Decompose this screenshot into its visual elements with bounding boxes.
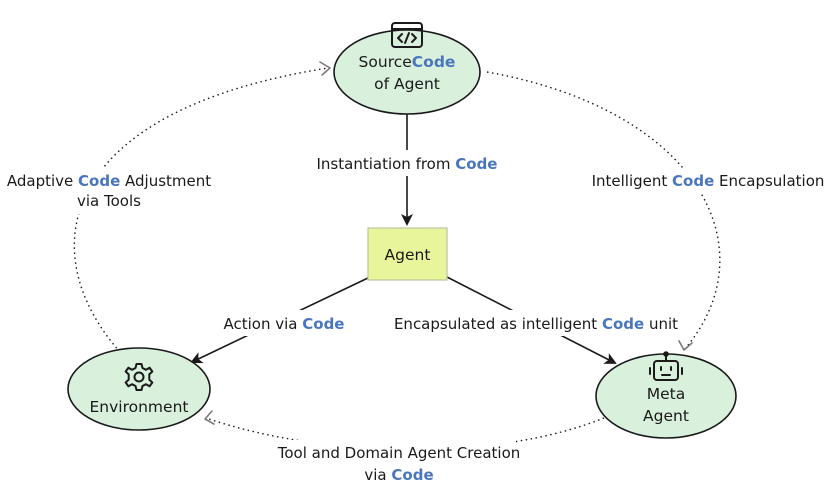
agent-label: Agent — [385, 246, 431, 264]
edge-source-to-meta-dotted — [486, 71, 721, 351]
node-meta-agent: Meta Agent — [595, 351, 737, 439]
source-code-subtitle: of Agent — [374, 75, 440, 93]
instantiation-label: Instantiation from Code — [317, 155, 498, 173]
code-window-icon — [391, 22, 423, 48]
intelligent-label-bg — [597, 168, 819, 194]
environment-label: Environment — [90, 398, 189, 416]
adaptive-label-line1: Adaptive Code Adjustment — [7, 172, 211, 190]
node-environment: Environment — [67, 347, 211, 431]
source-code-ellipse — [333, 29, 481, 115]
adaptive-label-bg — [12, 168, 208, 214]
arrowhead-at-source — [319, 61, 331, 76]
action-label-bg — [218, 310, 348, 336]
node-agent: Agent — [367, 227, 448, 281]
encapsulated-label-bg — [388, 310, 684, 336]
agent-box — [367, 227, 448, 281]
meta-agent-line1: Meta — [647, 385, 686, 403]
gear-icon — [124, 363, 154, 391]
intelligent-label: Intelligent Code Encapsulation — [592, 172, 825, 190]
source-code-title: SourceCode — [359, 53, 456, 71]
dotted-arrowheads — [204, 61, 693, 425]
adaptive-label-line2: via Tools — [77, 192, 141, 210]
tool-creation-label-line1: Tool and Domain Agent Creation — [277, 444, 521, 462]
encapsulated-label: Encapsulated as intelligent Code unit — [394, 315, 678, 333]
robot-icon — [649, 351, 683, 381]
action-label: Action via Code — [224, 315, 345, 333]
tool-creation-label-line2: via Code — [364, 466, 433, 484]
arrowhead-at-environment — [204, 410, 215, 425]
node-source-code: SourceCode of Agent — [333, 22, 481, 115]
tool-creation-label-bg — [282, 440, 516, 488]
edge-labels: Instantiation from Code Action via Code … — [7, 150, 825, 488]
instantiation-label-bg — [314, 150, 500, 176]
meta-agent-line2: Agent — [643, 407, 689, 425]
arrowhead-at-meta — [678, 340, 693, 351]
